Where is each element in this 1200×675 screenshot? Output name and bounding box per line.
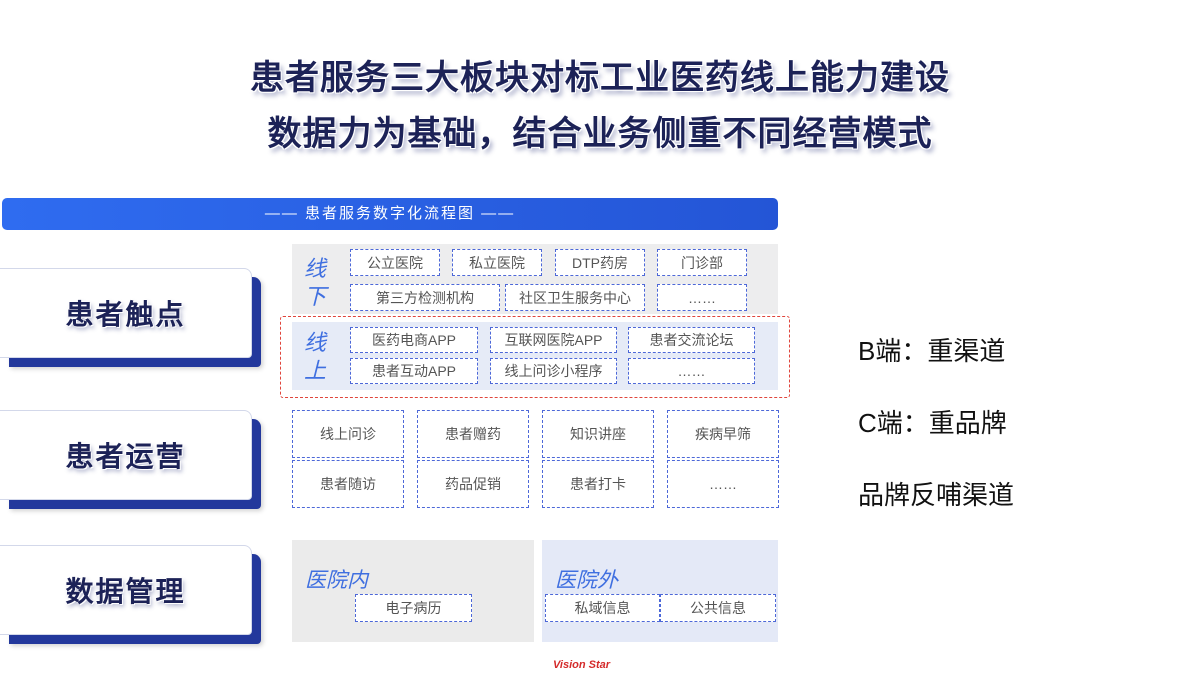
section-label: 患者触点 [65,299,186,330]
inside-hospital-area [292,540,534,642]
offline-channel-item: 私立医院 [452,249,542,276]
offline-channel-item: DTP药房 [555,249,645,276]
online-channel-item: 互联网医院APP [490,327,617,353]
section-card-operations: 患者运营 [0,410,252,500]
section-card-touchpoints: 患者触点 [0,268,252,358]
section-label: 患者运营 [65,441,186,472]
online-channel-item: 线上问诊小程序 [490,358,617,384]
data-source-item: 私域信息 [545,594,660,622]
online-channel-item: 患者互动APP [350,358,478,384]
slide-title: 患者服务三大板块对标工业医药线上能力建设 [250,59,950,97]
brand-logo: Vision Star [553,659,611,671]
strategy-note: 品牌反哺渠道 [858,480,1015,510]
operation-item: 患者随访 [292,460,404,508]
offline-label: 线下 [303,256,326,309]
strategy-note: C端：重品牌 [858,408,1007,438]
online-channel-item: …… [628,358,755,384]
online-channel-item: 患者交流论坛 [628,327,755,353]
inside-hospital-label: 医院内 [305,569,368,592]
operation-item: 线上问诊 [292,410,404,458]
outside-hospital-label: 医院外 [555,569,618,592]
offline-channel-item: …… [657,284,747,311]
operation-item: 患者打卡 [542,460,654,508]
operation-item: …… [667,460,779,508]
data-source-item: 公共信息 [660,594,776,622]
offline-channel-item: 门诊部 [657,249,747,276]
diagram-banner: —— 患者服务数字化流程图 —— [2,198,778,230]
data-source-item: 电子病历 [355,594,472,622]
offline-channel-item: 社区卫生服务中心 [505,284,645,311]
offline-channel-item: 第三方检测机构 [350,284,500,311]
operation-item: 知识讲座 [542,410,654,458]
strategy-note: B端：重渠道 [858,336,1006,366]
online-label: 线上 [303,330,326,383]
section-label: 数据管理 [65,576,186,607]
operation-item: 药品促销 [417,460,529,508]
operation-item: 患者赠药 [417,410,529,458]
online-highlight-frame [280,316,790,398]
section-card-data-management: 数据管理 [0,545,252,635]
offline-channel-item: 公立医院 [350,249,440,276]
online-channel-item: 医药电商APP [350,327,478,353]
outside-hospital-area [542,540,778,642]
operation-item: 疾病早筛 [667,410,779,458]
slide-subtitle: 数据力为基础，结合业务侧重不同经营模式 [267,115,933,153]
